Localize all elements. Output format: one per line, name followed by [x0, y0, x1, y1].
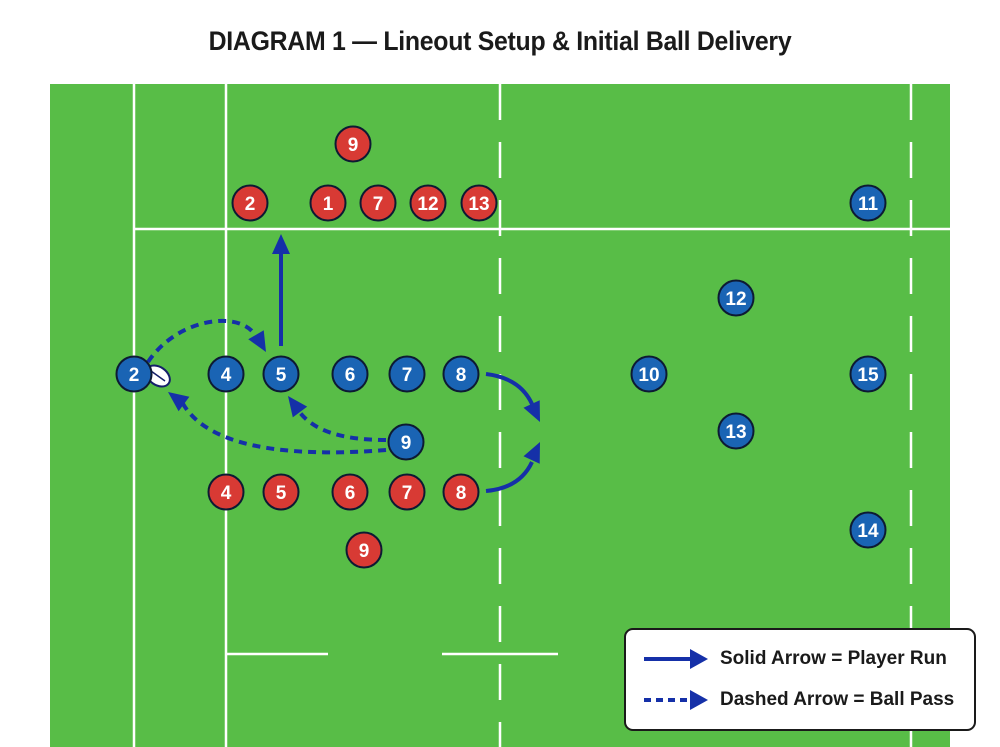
blue-player-6: 7: [388, 355, 426, 393]
red-player-number: 8: [456, 483, 467, 504]
blue-player-number: 5: [276, 365, 287, 386]
red-player-number: 5: [276, 483, 287, 504]
red-player-number: 13: [468, 194, 489, 215]
pass-arrow-2-to-5: [146, 319, 266, 364]
legend-item-dashed: Dashed Arrow = Ball Pass: [626, 685, 974, 715]
red-player-number: 9: [348, 135, 359, 156]
red-player-number: 7: [402, 483, 413, 504]
red-player-2: 1: [309, 184, 347, 222]
red-player-4: 12: [409, 184, 447, 222]
blue-player-11: 13: [717, 412, 755, 450]
red-player-10: 8: [442, 473, 480, 511]
blue-player-7: 8: [442, 355, 480, 393]
blue-player-9: 15: [849, 355, 887, 393]
arrows-layer: [145, 234, 540, 493]
red-player-8: 6: [331, 473, 369, 511]
blue-player-number: 13: [725, 422, 746, 443]
red-player-number: 9: [359, 541, 370, 562]
red-player-3: 7: [359, 184, 397, 222]
blue-player-number: 11: [858, 194, 879, 215]
field-markings: 9 2 1 7 12 13 4 5 6 7 8 9 11 12 2 4 5 6 7 8 10 15 9 13 14: [115, 84, 950, 747]
blue-player-5: 6: [331, 355, 369, 393]
pass-arrow-9-to-5: [288, 396, 387, 442]
blue-player-number: 15: [857, 365, 879, 386]
legend-box: Solid Arrow = Player Run Dashed Arrow = …: [624, 628, 976, 731]
red-player-number: 6: [345, 483, 356, 504]
pass-arrow-9-to-2: [168, 392, 387, 455]
red-player-5: 13: [460, 184, 498, 222]
red-player-number: 12: [417, 194, 438, 215]
blue-player-number: 14: [857, 521, 879, 542]
legend-solid-label: Solid Arrow = Player Run: [720, 648, 947, 669]
blue-player-10: 9: [387, 423, 425, 461]
red-player-7: 5: [262, 473, 300, 511]
rugby-field: 9 2 1 7 12 13 4 5 6 7 8 9 11 12 2 4 5 6 7 8 10 15 9 13 14: [50, 84, 950, 747]
red-player-0: 9: [334, 125, 372, 163]
blue-player-1: 12: [717, 279, 755, 317]
blue-player-3: 4: [207, 355, 245, 393]
red-player-number: 2: [245, 194, 256, 215]
blue-player-8: 10: [630, 355, 668, 393]
solid-arrow-icon: [644, 649, 708, 669]
red-player-number: 1: [323, 194, 334, 215]
diagram-title: DIAGRAM 1 — Lineout Setup & Initial Ball…: [208, 26, 792, 56]
red-player-9: 7: [388, 473, 426, 511]
red-player-1: 2: [231, 184, 269, 222]
blue-player-number: 8: [456, 365, 467, 386]
blue-player-number: 6: [345, 365, 356, 386]
blue-player-number: 10: [638, 365, 659, 386]
blue-player-number: 4: [221, 365, 232, 386]
blue-player-0: 11: [849, 184, 887, 222]
players-layer: 9 2 1 7 12 13 4 5 6 7 8 9 11 12 2 4 5 6 7 8 10 15 9 13 14: [115, 125, 887, 569]
red-player-number: 7: [373, 194, 384, 215]
dashed-arrow-icon: [644, 690, 708, 710]
blue-player-number: 9: [401, 433, 412, 454]
run-arrow-8-up: [485, 442, 540, 493]
legend-item-solid: Solid Arrow = Player Run: [626, 644, 974, 674]
red-player-6: 4: [207, 473, 245, 511]
blue-player-number: 7: [402, 365, 413, 386]
run-arrow-8-down: [485, 372, 540, 422]
red-player-number: 4: [221, 483, 232, 504]
blue-player-number: 2: [129, 365, 140, 386]
legend-dashed-label: Dashed Arrow = Ball Pass: [720, 689, 955, 710]
blue-player-number: 12: [725, 289, 746, 310]
blue-player-12: 14: [849, 511, 887, 549]
run-arrow-up: [272, 234, 290, 346]
red-player-11: 9: [345, 531, 383, 569]
blue-player-4: 5: [262, 355, 300, 393]
blue-player-2: 2: [115, 355, 153, 393]
